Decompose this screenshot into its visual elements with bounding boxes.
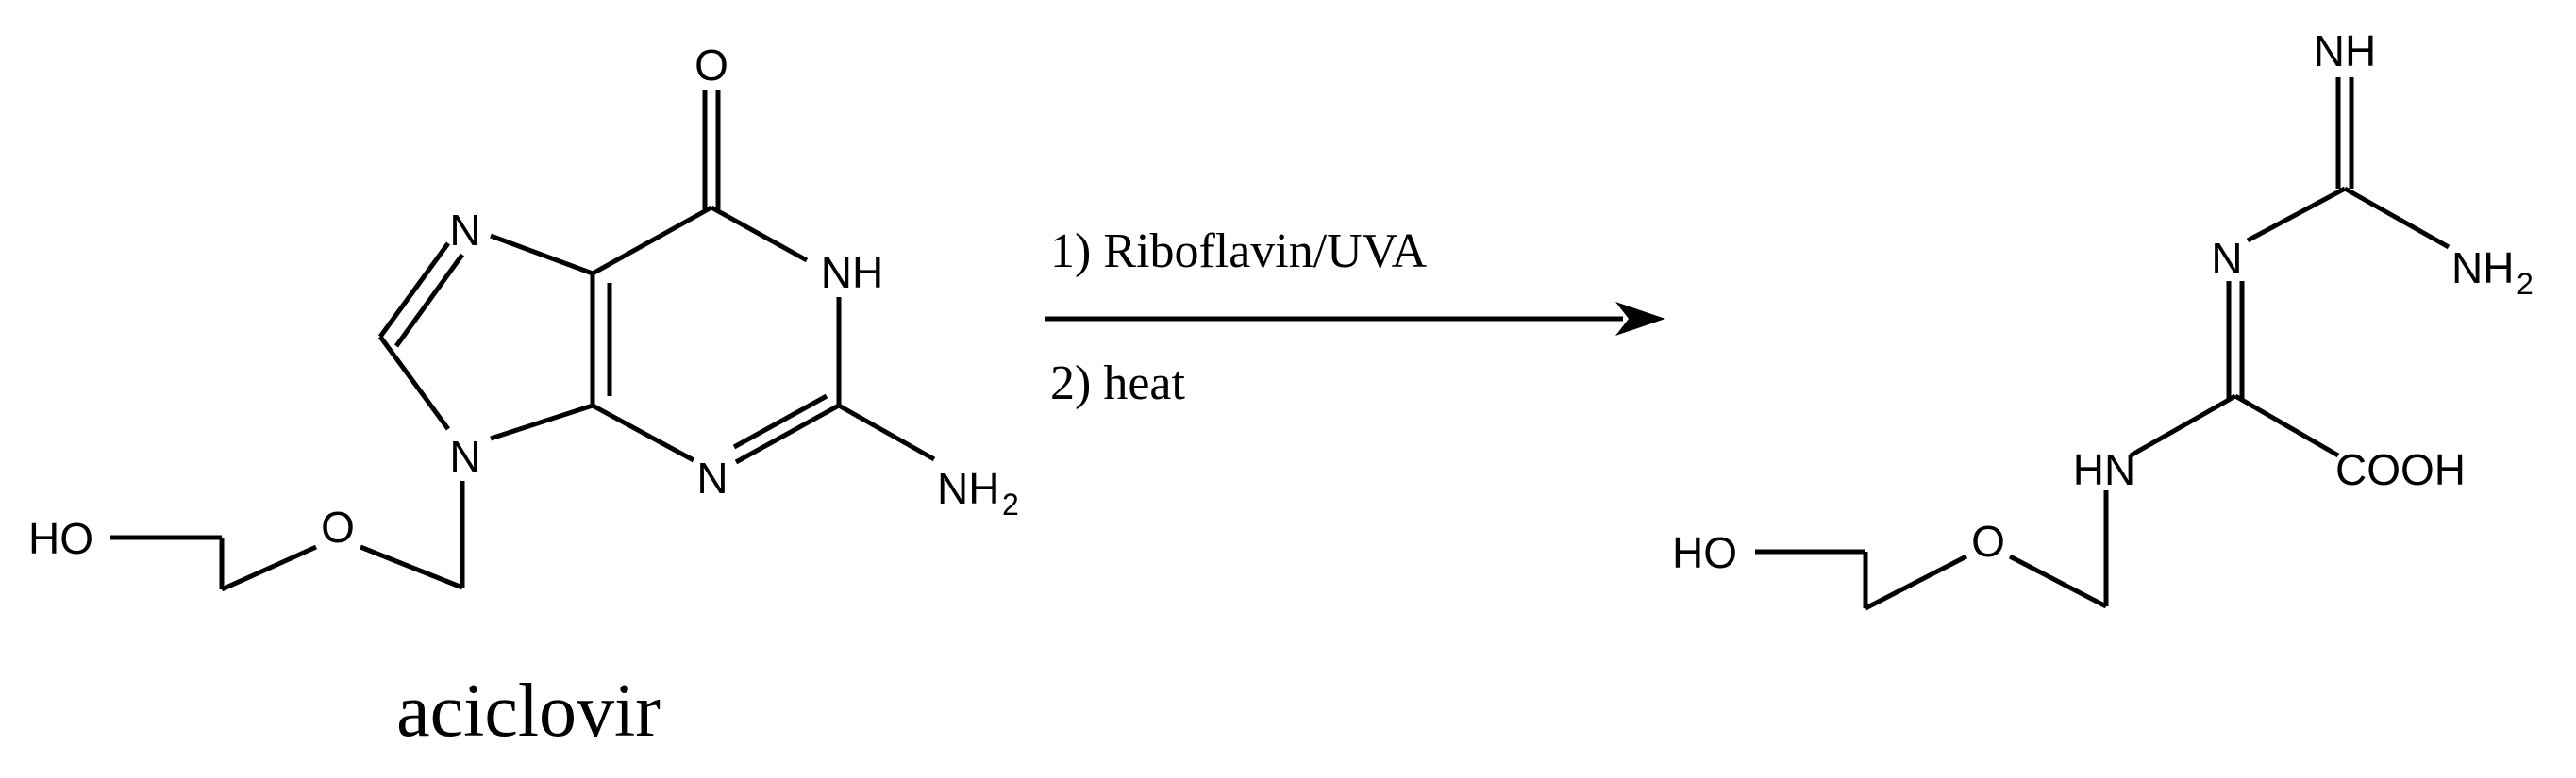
- bond-n7-c8-b: [393, 253, 465, 348]
- bond-c2-n3-a: [734, 403, 841, 465]
- bond-c6-n1: [710, 205, 809, 263]
- bond-ch2-o-product: [2008, 554, 2108, 609]
- atom-label-n7: N: [449, 206, 480, 255]
- atom-label-ho: HO: [28, 514, 93, 563]
- reaction-arrow: [1045, 302, 1665, 336]
- atom-label-nh2-product: NH: [2451, 243, 2514, 292]
- bond-central-c-hn: [2129, 393, 2237, 458]
- bond-c5-n7: [490, 233, 594, 276]
- atom-label-imine-n: N: [2211, 234, 2242, 283]
- compound-name-aciclovir: aciclovir: [396, 670, 661, 753]
- arrow-head: [1615, 302, 1665, 336]
- bond-central-c-cooh: [2233, 393, 2340, 458]
- product-structure: NH N NH 2 HN COOH HO O: [1672, 26, 2534, 611]
- bond-c6-c5: [591, 205, 713, 276]
- atom-label-n9: N: [449, 432, 480, 481]
- atom-label-ho-product: HO: [1672, 528, 1737, 577]
- bond-c2-n3-b: [732, 393, 828, 450]
- atom-label-n3: N: [696, 454, 728, 503]
- bond-c8-n9: [377, 335, 451, 431]
- bond-n7-c8-a: [377, 241, 451, 339]
- atom-label-o-ether-product: O: [1971, 517, 2005, 566]
- bond-o-ch2: [220, 544, 318, 592]
- atom-label-nh2: NH: [937, 464, 999, 513]
- reaction-condition-step2: 2) heat: [1050, 356, 1185, 410]
- atom-label-hn: HN: [2073, 445, 2135, 494]
- bond-n9-c4: [490, 403, 594, 441]
- bond-ch2-o: [360, 544, 463, 590]
- bond-c2-nh2: [837, 403, 936, 462]
- bond-o-ch2-product: [1864, 554, 1968, 611]
- bond-n3-c4: [591, 403, 695, 463]
- aciclovir-structure: O N NH N N NH 2 HO O: [28, 41, 1019, 592]
- bond-guanidine-c-n: [2246, 186, 2347, 243]
- atom-label-nh2-subscript: 2: [1002, 488, 1019, 521]
- atom-label-cooh: COOH: [2335, 445, 2466, 494]
- atom-label-o-carbonyl: O: [694, 41, 728, 90]
- atom-label-o-ether: O: [321, 503, 355, 552]
- bond-guanidine-c-nh2: [2343, 186, 2451, 250]
- atom-label-nh2-product-subscript: 2: [2517, 267, 2534, 301]
- atom-label-nh1: NH: [821, 248, 883, 297]
- atom-label-imine-nh: NH: [2314, 26, 2376, 75]
- reaction-condition-step1: 1) Riboflavin/UVA: [1050, 224, 1428, 278]
